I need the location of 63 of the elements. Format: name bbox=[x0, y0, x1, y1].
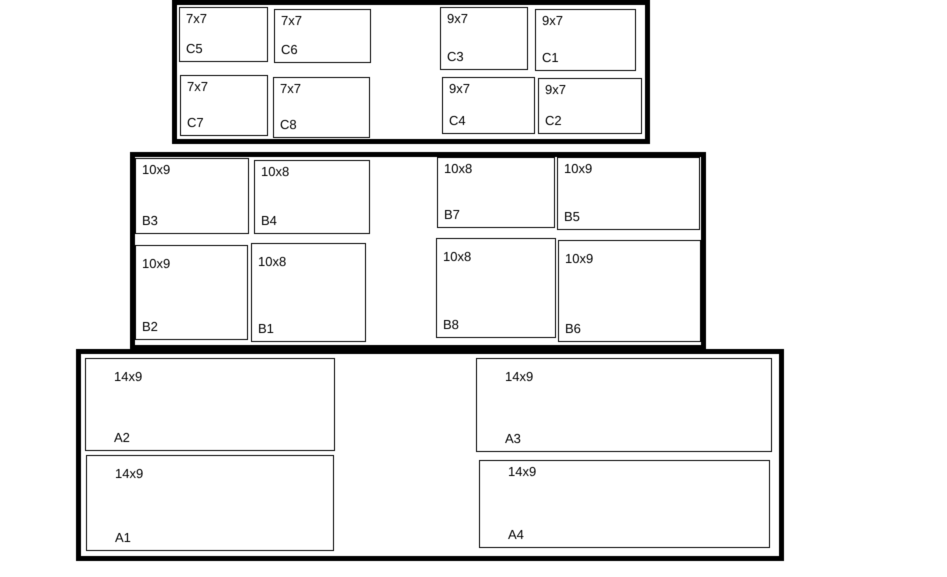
size-label: 10x8 bbox=[443, 249, 472, 264]
box-label: B4 bbox=[261, 213, 277, 228]
size-label: 9x7 bbox=[447, 11, 468, 26]
section-frame bbox=[130, 152, 706, 350]
box-label: B2 bbox=[142, 319, 158, 334]
plan-box bbox=[437, 157, 555, 228]
section-frame bbox=[172, 0, 650, 144]
box-label: A2 bbox=[114, 430, 130, 445]
plan-box bbox=[557, 157, 700, 230]
plan-box bbox=[135, 245, 248, 340]
plan-box bbox=[479, 460, 770, 548]
box-label: C3 bbox=[447, 49, 464, 64]
plan-box bbox=[436, 238, 556, 338]
plan-box bbox=[179, 7, 268, 62]
plan-box bbox=[476, 358, 772, 452]
box-label: B7 bbox=[444, 207, 460, 222]
plan-box bbox=[274, 9, 371, 63]
box-label: B3 bbox=[142, 213, 158, 228]
size-label: 10x8 bbox=[444, 161, 472, 176]
box-label: C1 bbox=[542, 50, 559, 65]
box-label: A1 bbox=[115, 530, 131, 545]
size-label: 9x7 bbox=[449, 81, 470, 96]
section-frame bbox=[76, 349, 784, 561]
plan-box bbox=[86, 455, 334, 551]
box-label: B8 bbox=[443, 317, 459, 332]
plan-box bbox=[135, 158, 249, 234]
box-label: B5 bbox=[564, 209, 580, 224]
size-label: 10x9 bbox=[142, 256, 170, 271]
box-label: C7 bbox=[187, 115, 204, 130]
plan-box bbox=[85, 358, 335, 451]
box-label: C4 bbox=[449, 113, 466, 128]
plan-box bbox=[538, 78, 642, 134]
plan-box bbox=[442, 77, 535, 134]
size-label: 10x8 bbox=[258, 254, 286, 269]
size-label: 10x9 bbox=[564, 161, 592, 176]
plan-box bbox=[440, 7, 528, 70]
size-label: 14x9 bbox=[115, 466, 144, 481]
box-label: C2 bbox=[545, 113, 562, 128]
size-label: 7x7 bbox=[280, 81, 301, 96]
plan-box bbox=[180, 75, 268, 136]
box-label: C5 bbox=[186, 41, 203, 56]
box-label: A3 bbox=[505, 431, 521, 446]
size-label: 10x9 bbox=[142, 162, 170, 177]
box-label: C8 bbox=[280, 117, 297, 132]
size-label: 9x7 bbox=[542, 13, 563, 28]
size-label: 14x9 bbox=[508, 464, 536, 479]
box-label: A4 bbox=[508, 527, 524, 542]
box-label: B6 bbox=[565, 321, 581, 336]
box-label: C6 bbox=[281, 42, 298, 57]
plan-box bbox=[251, 243, 366, 342]
size-label: 7x7 bbox=[187, 79, 208, 94]
box-label: B1 bbox=[258, 321, 274, 336]
size-label: 9x7 bbox=[545, 82, 566, 97]
size-label: 7x7 bbox=[281, 13, 302, 28]
size-label: 14x9 bbox=[505, 369, 534, 384]
size-label: 10x9 bbox=[565, 251, 594, 266]
plan-box bbox=[273, 77, 370, 138]
size-label: 10x8 bbox=[261, 164, 290, 179]
size-label: 7x7 bbox=[186, 11, 207, 26]
plan-box bbox=[535, 9, 636, 71]
plan-box bbox=[254, 160, 370, 234]
plan-box bbox=[558, 240, 701, 342]
size-label: 14x9 bbox=[114, 369, 142, 384]
